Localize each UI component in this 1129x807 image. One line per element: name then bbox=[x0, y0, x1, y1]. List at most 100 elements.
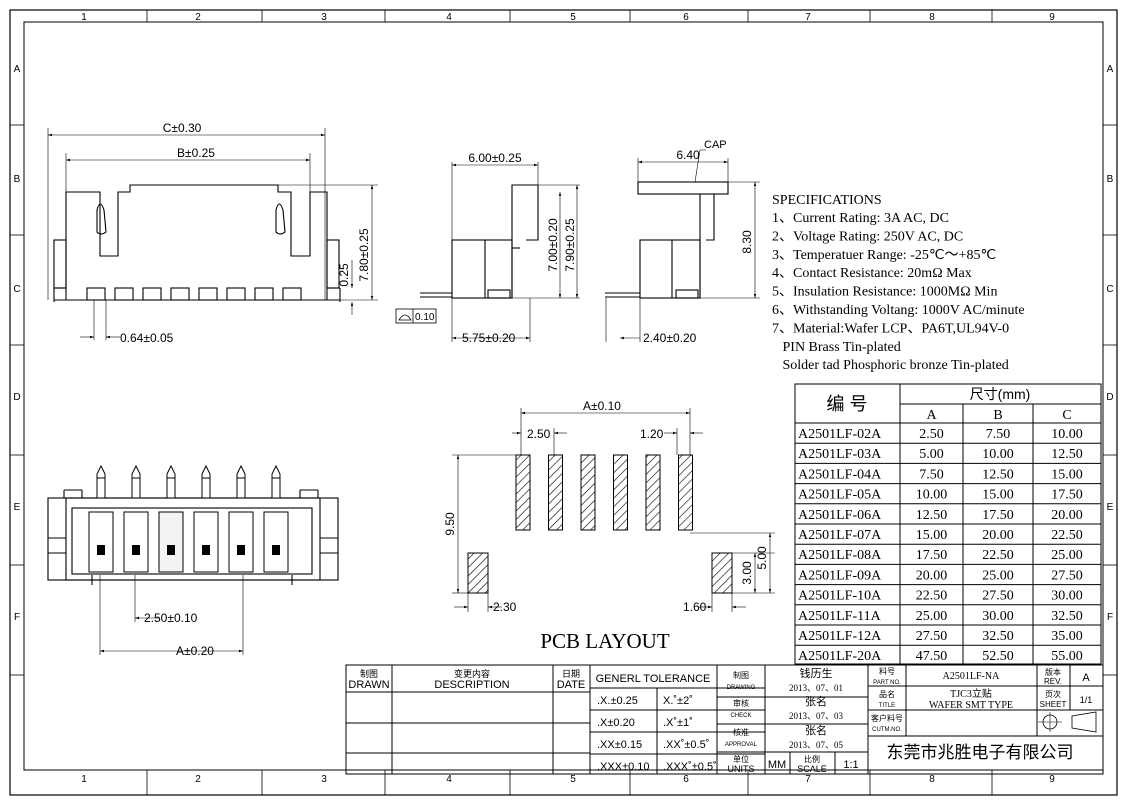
bottom-pin-cavity bbox=[123, 511, 149, 573]
spec-line: 6、Withstanding Voltang: 1000V AC/minute bbox=[772, 303, 1025, 318]
units-label-en: UNITS bbox=[728, 764, 755, 774]
tolerance-angular: .X˚±1˚ bbox=[663, 717, 693, 729]
drawing-label-cn: 制图 bbox=[733, 670, 749, 680]
front-dim-offset: 0.25 bbox=[337, 263, 351, 287]
table-dimension-value: 22.50 bbox=[916, 589, 948, 604]
partno-label-cn: 料号 bbox=[879, 666, 895, 676]
table-part-number: A2501LF-03A bbox=[798, 447, 882, 462]
spec-line: 2、Voltage Rating: 250V AC, DC bbox=[772, 229, 963, 244]
check-label-cn: 审核 bbox=[733, 698, 749, 708]
check-label-en: CHECK bbox=[730, 713, 751, 719]
border-column-label: 9 bbox=[1049, 12, 1055, 23]
table-dimension-value: 12.50 bbox=[982, 467, 1014, 482]
table-dimension-value: 20.00 bbox=[916, 568, 948, 583]
check-name: 张名 bbox=[805, 694, 827, 708]
border-row-label: D bbox=[1106, 392, 1113, 403]
table-header-size: 尺寸(mm) bbox=[970, 386, 1031, 402]
border-row-label: B bbox=[1107, 174, 1114, 185]
table-dimension-value: 12.50 bbox=[1051, 447, 1083, 462]
border-column-label: 2 bbox=[195, 12, 201, 23]
border-row-label: F bbox=[14, 612, 20, 623]
border-column-label: 5 bbox=[570, 774, 576, 785]
table-dimension-value: 17.50 bbox=[982, 508, 1014, 523]
custno-label-en: CUTM.NO. bbox=[872, 727, 902, 733]
drawing-label-en: DRAWING bbox=[727, 685, 756, 691]
table-dimension-value: 25.00 bbox=[982, 568, 1014, 583]
bottom-pin-contact bbox=[237, 545, 245, 555]
table-part-number: A2501LF-04A bbox=[798, 467, 882, 482]
table-dimension-value: 55.00 bbox=[1051, 649, 1083, 664]
pcb-dim-a: A±0.10 bbox=[583, 399, 621, 413]
spec-line: Solder tad Phosphoric bronze Tin-plated bbox=[772, 358, 1009, 373]
company-name: 东莞市兆胜电子有限公司 bbox=[887, 743, 1074, 762]
scale-label-en: SCALE bbox=[797, 764, 827, 774]
bottom-pin-cavity bbox=[263, 511, 289, 573]
border-column-label: 4 bbox=[446, 12, 452, 23]
pcb-dim-pad-width: 1.20 bbox=[640, 427, 664, 441]
description-label-cn: 变更内容 bbox=[454, 668, 490, 679]
pcb-pad bbox=[515, 454, 531, 531]
border-column-label: 8 bbox=[929, 774, 935, 785]
title-value-en: WAFER SMT TYPE bbox=[929, 700, 1013, 711]
table-dimension-value: 47.50 bbox=[916, 649, 948, 664]
side-cap-view bbox=[605, 149, 760, 342]
units-label-cn: 单位 bbox=[733, 754, 749, 764]
bottom-view-pins bbox=[88, 464, 289, 573]
side-dim-bottom: 5.75±0.20 bbox=[462, 331, 516, 345]
table-column-header: A bbox=[926, 408, 937, 423]
bottom-pin-contact bbox=[132, 545, 140, 555]
border-row-label: D bbox=[13, 392, 20, 403]
bottom-pin-body bbox=[271, 477, 281, 499]
tolerance-linear: .XX±0.15 bbox=[597, 739, 642, 751]
title-label-cn: 品名 bbox=[879, 689, 895, 699]
tolerance-angular: X.˚±2˚ bbox=[663, 695, 693, 707]
pcb-dim-tab-total: 5.00 bbox=[755, 546, 769, 570]
table-dimension-value: 15.00 bbox=[1051, 467, 1083, 482]
scale-value: 1:1 bbox=[843, 759, 858, 771]
drawn-label-en: DRAWN bbox=[348, 679, 389, 691]
table-dimension-value: 15.00 bbox=[916, 528, 948, 543]
front-dim-pin: 0.64±0.05 bbox=[120, 331, 174, 345]
pcb-pad bbox=[645, 454, 661, 531]
front-view bbox=[47, 128, 378, 340]
border-column-label: 7 bbox=[805, 12, 811, 23]
table-part-number: A2501LF-07A bbox=[798, 528, 882, 543]
table-dimension-value: 10.00 bbox=[982, 447, 1014, 462]
border-column-label: 1 bbox=[81, 774, 87, 785]
custno-label-cn: 客户料号 bbox=[871, 713, 903, 723]
border-row-label: B bbox=[14, 174, 21, 185]
table-dimension-value: 22.50 bbox=[982, 548, 1014, 563]
drawing-name: 钱历生 bbox=[800, 666, 833, 680]
pcb-layout-title: PCB LAYOUT bbox=[540, 629, 670, 653]
table-header-part: 编 号 bbox=[826, 394, 867, 414]
bottom-pin-contact bbox=[167, 545, 175, 555]
bottom-view bbox=[47, 489, 339, 655]
table-dimension-value: 5.00 bbox=[919, 447, 944, 462]
table-part-number: A2501LF-08A bbox=[798, 548, 882, 563]
table-dimension-value: 20.00 bbox=[1051, 508, 1083, 523]
specifications-title: SPECIFICATIONS bbox=[772, 193, 882, 208]
scale-label-cn: 比例 bbox=[804, 754, 820, 764]
border-column-label: 4 bbox=[446, 774, 452, 785]
table-part-number: A2501LF-09A bbox=[798, 568, 882, 583]
side-dim-h1: 7.00±0.20 bbox=[546, 218, 560, 272]
border-column-label: 2 bbox=[195, 774, 201, 785]
table-dimension-value: 32.50 bbox=[1051, 609, 1083, 624]
sheet-value: 1/1 bbox=[1080, 695, 1093, 705]
pcb-pad bbox=[580, 454, 596, 531]
tolerance-angular: .XX˚±0.5˚ bbox=[663, 739, 709, 751]
table-dimension-value: 52.50 bbox=[982, 649, 1014, 664]
table-dimension-value: 27.50 bbox=[982, 589, 1014, 604]
border-column-label: 6 bbox=[683, 12, 689, 23]
drawing-date: 2013、07、01 bbox=[789, 683, 843, 693]
tolerance-linear: .X±0.20 bbox=[597, 717, 635, 729]
table-part-number: A2501LF-05A bbox=[798, 488, 882, 503]
border-row-label: C bbox=[1106, 284, 1113, 295]
table-dimension-value: 27.50 bbox=[1051, 568, 1083, 583]
bottom-pin-body bbox=[131, 477, 141, 499]
table-part-number: A2501LF-10A bbox=[798, 589, 882, 604]
pcb-dim-pitch: 2.50 bbox=[527, 427, 551, 441]
table-dimension-value: 30.00 bbox=[982, 609, 1014, 624]
description-label-en: DESCRIPTION bbox=[434, 679, 509, 691]
